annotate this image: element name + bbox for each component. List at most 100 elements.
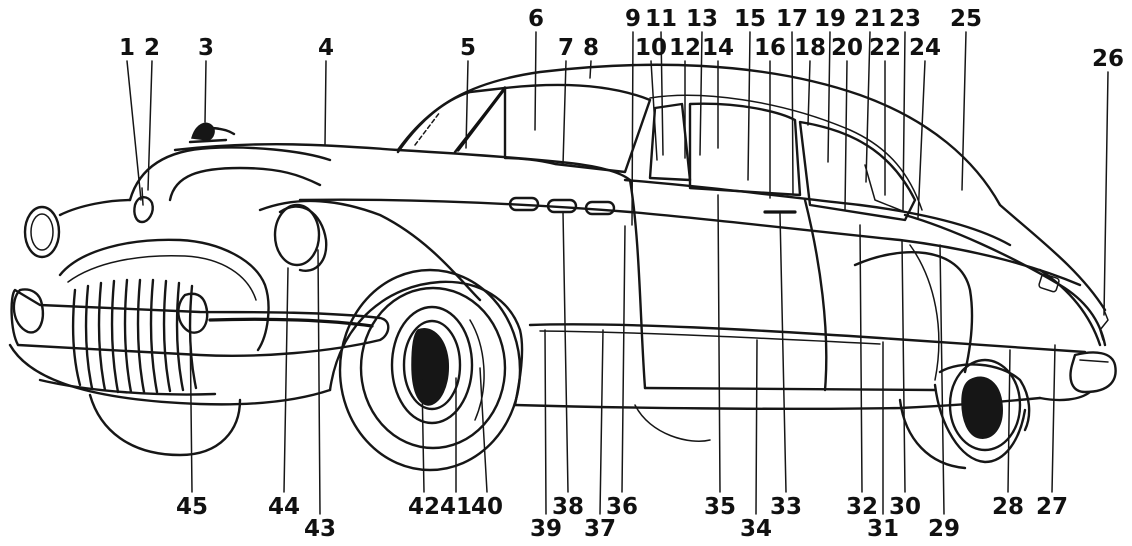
callout-number-6: 6 — [528, 6, 544, 32]
callout-number-29: 29 — [928, 516, 960, 542]
callout-number-28: 28 — [992, 494, 1024, 520]
windshield-dash — [414, 111, 441, 146]
front-fender-crown — [128, 146, 332, 202]
rear-end-lower — [1038, 390, 1092, 402]
leader-line-8 — [589, 60, 592, 79]
callout-number-17: 17 — [776, 6, 808, 32]
rear-fender-skirt — [938, 363, 1031, 432]
leader-line-13 — [699, 31, 703, 156]
windshield-frame — [396, 86, 507, 154]
leader-line-9 — [631, 31, 634, 226]
callout-number-43: 43 — [304, 516, 336, 542]
quarter-window-inner — [864, 164, 906, 213]
rear-door-seam — [909, 244, 940, 381]
body-side-upper — [623, 178, 1012, 247]
callout-number-18: 18 — [794, 35, 826, 61]
callout-number-3: 3 — [198, 35, 214, 61]
leader-line-4 — [324, 60, 327, 146]
leader-line-26 — [1103, 71, 1109, 316]
front-bumper — [10, 288, 390, 357]
leader-line-1 — [126, 60, 142, 201]
rear-wheel — [933, 358, 1027, 464]
grille-teeth — [71, 278, 198, 394]
roof-outline — [396, 63, 1107, 312]
leader-line-45 — [189, 314, 193, 493]
leader-line-34 — [755, 339, 758, 515]
callout-number-5: 5 — [460, 35, 476, 61]
quarter-window — [798, 120, 917, 222]
leader-line-3 — [204, 60, 207, 123]
callout-number-33: 33 — [770, 494, 802, 520]
front-emblem — [133, 196, 154, 224]
front-fender-inner — [168, 166, 322, 202]
leader-line-39 — [544, 329, 547, 515]
callout-number-10: 10 — [635, 35, 667, 61]
leader-line-10 — [650, 60, 658, 161]
fender-front-curve — [58, 198, 132, 217]
callout-number-37: 37 — [584, 516, 616, 542]
callout-number-7: 7 — [558, 35, 574, 61]
callout-number-38: 38 — [552, 494, 584, 520]
callout-number-45: 45 — [176, 494, 208, 520]
callout-number-44: 44 — [268, 494, 300, 520]
leader-line-5 — [465, 60, 469, 149]
callout-number-23: 23 — [889, 6, 921, 32]
door-bottom — [643, 386, 937, 392]
callout-number-22: 22 — [869, 35, 901, 61]
leader-line-18 — [807, 60, 811, 126]
hood-line — [173, 143, 632, 182]
bumper-lower-pan — [8, 343, 332, 406]
callout-number-39: 39 — [530, 516, 562, 542]
headlight-left — [23, 205, 61, 259]
leader-line-42 — [421, 379, 425, 493]
leader-line-33 — [779, 213, 787, 493]
leader-line-2 — [147, 60, 153, 191]
callout-number-42: 42 — [408, 494, 440, 520]
callout-number-19: 19 — [814, 6, 846, 32]
callout-number-9: 9 — [625, 6, 641, 32]
leader-line-30 — [901, 239, 906, 493]
grille-surround-inner — [67, 254, 257, 301]
leader-line-15 — [747, 31, 751, 181]
leader-line-6 — [534, 31, 537, 131]
car-illustration — [8, 63, 1117, 472]
leader-line-29 — [939, 244, 945, 515]
bumper-guard-right — [177, 292, 209, 334]
callout-number-2: 2 — [144, 35, 160, 61]
leader-line-35 — [717, 194, 721, 493]
callout-number-31: 31 — [867, 516, 899, 542]
side-spear-lower — [539, 330, 881, 345]
callout-number-13: 13 — [686, 6, 718, 32]
leader-line-20 — [844, 60, 848, 211]
leader-line-32 — [859, 224, 863, 493]
leader-line-19 — [827, 31, 831, 163]
side-spear-trim — [528, 323, 1087, 354]
trunk-emblem — [1038, 273, 1060, 293]
leader-line-28 — [1007, 349, 1011, 493]
rear-antenna — [1099, 309, 1109, 341]
leader-line-23 — [902, 31, 906, 211]
front-wheel — [338, 268, 522, 472]
front-fender-side — [258, 199, 482, 302]
callout-number-20: 20 — [831, 35, 863, 61]
callout-number-32: 32 — [846, 494, 878, 520]
leader-line-36 — [621, 225, 626, 493]
rear-fender — [853, 251, 974, 374]
leader-line-24 — [917, 60, 926, 219]
callout-number-40: 40 — [471, 494, 503, 520]
callout-number-34: 34 — [740, 516, 772, 542]
leader-line-7 — [562, 60, 567, 166]
callout-number-27: 27 — [1036, 494, 1068, 520]
rocker-line — [513, 396, 1042, 411]
front-door-window — [503, 83, 652, 174]
front-tire-lower-left — [88, 393, 242, 457]
leader-line-43 — [317, 249, 321, 515]
leader-line-37 — [599, 329, 604, 515]
callout-number-21: 21 — [854, 6, 886, 32]
leader-line-40 — [479, 367, 488, 493]
windshield-post — [456, 86, 507, 152]
callout-number-25: 25 — [950, 6, 982, 32]
